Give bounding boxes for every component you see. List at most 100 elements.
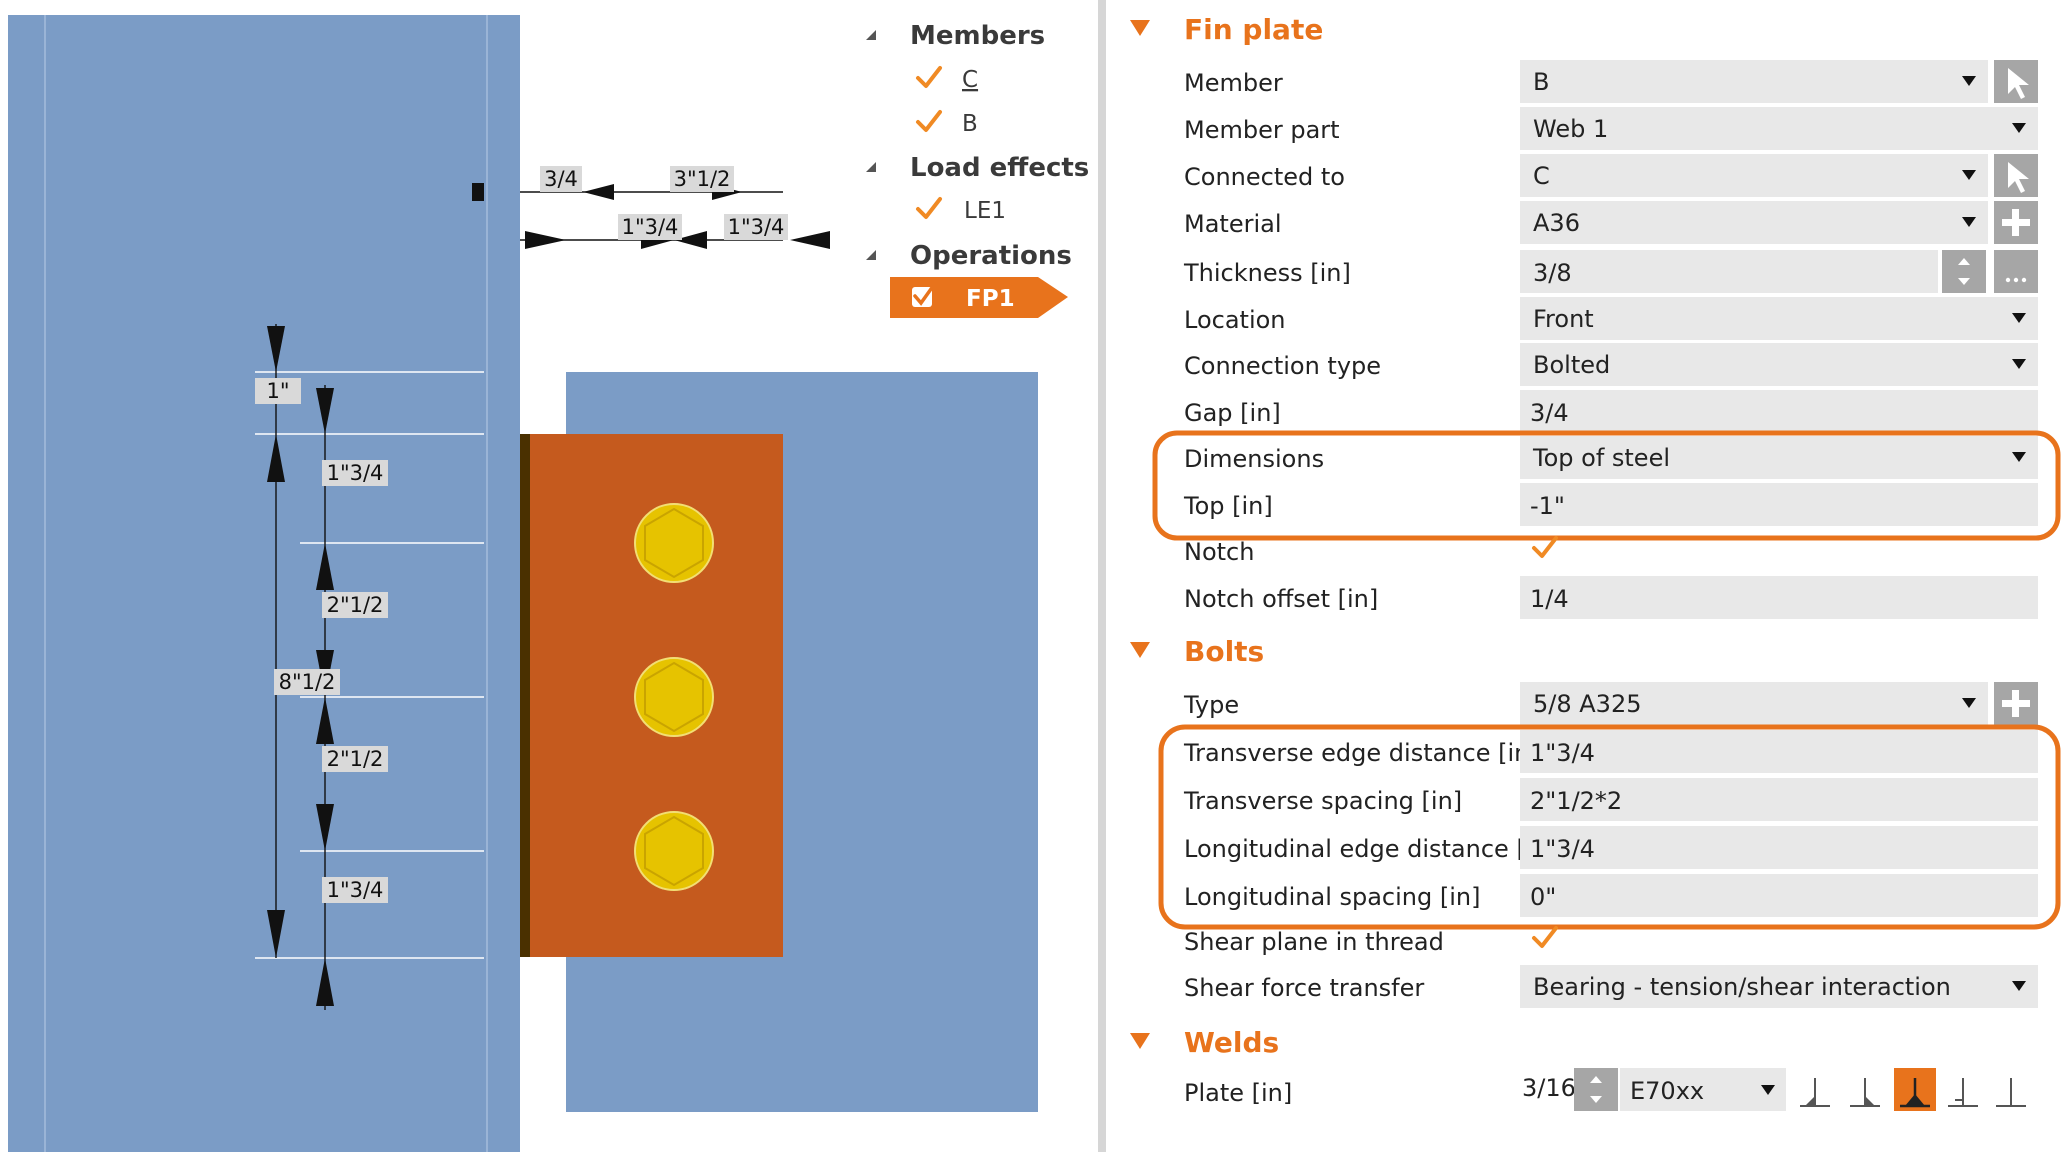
bolt-type-dropdown[interactable]: 5/8 A325: [1520, 682, 1988, 725]
transverse-edge-input[interactable]: 1"3/4: [1520, 730, 2038, 773]
weld-strip[interactable]: [520, 434, 530, 957]
model-view[interactable]: [8, 15, 1038, 1152]
tree-item-member-c[interactable]: C: [916, 66, 978, 93]
dimensions-dropdown[interactable]: Top of steel: [1520, 436, 2038, 479]
tree-group-load-effects[interactable]: Load effects: [866, 153, 1089, 183]
properties-panel: Fin plate Member B Member part Web 1 Con…: [1130, 13, 2061, 1111]
svg-text:Bearing - tension/shear intera: Bearing - tension/shear interaction: [1533, 973, 1951, 1001]
bolt[interactable]: [634, 657, 714, 737]
project-tree: Members C B Load effects LE1 Operations …: [866, 21, 1089, 318]
svg-text:1/4: 1/4: [1530, 585, 1569, 613]
column-member-c[interactable]: [8, 15, 520, 1152]
svg-text:Front: Front: [1533, 305, 1594, 333]
horizontal-dimensions: [520, 168, 830, 372]
location-dropdown[interactable]: Front: [1520, 297, 2038, 340]
checkbox-check-icon[interactable]: [916, 66, 942, 88]
svg-text:Shear plane in thread: Shear plane in thread: [1184, 928, 1444, 956]
pick-connected-to-button[interactable]: [1994, 154, 2038, 197]
section-welds-header[interactable]: Welds: [1130, 1026, 1279, 1059]
svg-text:2"1/2: 2"1/2: [327, 747, 384, 771]
chevron-down-icon: [2012, 359, 2026, 369]
checkbox-check-icon[interactable]: [916, 197, 942, 219]
svg-text:Transverse edge distance [in]: Transverse edge distance [in]: [1183, 739, 1539, 767]
transverse-spacing-input[interactable]: 2"1/2*2: [1520, 778, 2038, 821]
notch-offset-input[interactable]: 1/4: [1520, 576, 2038, 619]
weld-size-value[interactable]: 3/16: [1522, 1074, 1576, 1102]
pick-member-button[interactable]: [1994, 60, 2038, 103]
svg-text:Web 1: Web 1: [1533, 115, 1608, 143]
members-header: Members: [910, 21, 1045, 51]
check-icon: [913, 287, 933, 306]
svg-text:Longitudinal edge distance [in: Longitudinal edge distance [in]: [1184, 835, 1557, 863]
collapse-arrow-icon[interactable]: [866, 250, 876, 260]
chevron-down-icon: [1962, 698, 1976, 708]
svg-text:1"3/4: 1"3/4: [1530, 835, 1595, 863]
shear-plane-checkbox-icon[interactable]: [1532, 926, 1558, 948]
add-bolt-type-button[interactable]: [1994, 682, 2038, 725]
highlight-bolt-spacing-group: [1158, 724, 2061, 930]
svg-text:1"3/4: 1"3/4: [728, 215, 785, 239]
longitudinal-spacing-input[interactable]: 0": [1520, 874, 2038, 917]
collapse-arrow-icon[interactable]: [866, 162, 876, 172]
dim-label-3-4: 3/4: [540, 166, 582, 192]
gap-input[interactable]: 3/4: [1520, 390, 2038, 433]
weld-type-right-button[interactable]: [1850, 1078, 1880, 1107]
panel-splitter[interactable]: [1098, 0, 1106, 1152]
svg-text:Bolted: Bolted: [1533, 351, 1610, 379]
thickness-stepper[interactable]: [1942, 250, 1986, 293]
weld-type-flush-button[interactable]: [1948, 1078, 1978, 1107]
thickness-input[interactable]: 3/8: [1520, 250, 1938, 293]
svg-text:LE1: LE1: [964, 198, 1006, 224]
chevron-up-icon[interactable]: [1958, 258, 1970, 265]
material-dropdown[interactable]: A36: [1520, 201, 1988, 244]
svg-text:3/4: 3/4: [544, 167, 578, 191]
chevron-down-icon: [1962, 170, 1976, 180]
shear-force-transfer-dropdown[interactable]: Bearing - tension/shear interaction: [1520, 965, 2038, 1008]
chevron-down-icon: [1761, 1085, 1775, 1095]
vertical-dimensions: [255, 324, 484, 1010]
bolt[interactable]: [634, 503, 714, 583]
tree-item-le1[interactable]: LE1: [916, 197, 1006, 224]
expand-arrow-icon[interactable]: [1130, 1033, 1150, 1049]
chevron-down-icon: [2012, 981, 2026, 991]
member-label: Member: [1184, 69, 1283, 97]
svg-text:5/8 A325: 5/8 A325: [1533, 690, 1641, 718]
weld-type-none-button[interactable]: [1996, 1078, 2026, 1107]
longitudinal-edge-input[interactable]: 1"3/4: [1520, 826, 2038, 869]
tree-group-operations[interactable]: Operations: [866, 241, 1072, 271]
bolt[interactable]: [634, 811, 714, 891]
member-part-dropdown[interactable]: Web 1: [1520, 107, 2038, 150]
chevron-down-icon[interactable]: [1958, 278, 1970, 285]
svg-text:Fin plate: Fin plate: [1184, 13, 1323, 46]
section-bolts-header[interactable]: Bolts: [1130, 635, 1264, 668]
weld-size-stepper[interactable]: [1574, 1068, 1618, 1111]
chevron-down-icon: [1962, 76, 1976, 86]
svg-text:1"3/4: 1"3/4: [622, 215, 679, 239]
top-input[interactable]: -1": [1520, 483, 2038, 526]
svg-text:E70xx: E70xx: [1630, 1077, 1704, 1105]
notch-checkbox-icon[interactable]: [1532, 536, 1558, 558]
weld-material-dropdown[interactable]: E70xx: [1620, 1068, 1786, 1111]
section-fin-plate-header[interactable]: Fin plate: [1130, 13, 1323, 46]
expand-arrow-icon[interactable]: [1130, 20, 1150, 36]
collapse-arrow-icon[interactable]: [866, 30, 876, 40]
member-dropdown[interactable]: B: [1520, 60, 1988, 103]
expand-arrow-icon[interactable]: [1130, 642, 1150, 658]
tree-item-member-b[interactable]: B: [916, 110, 978, 137]
weld-type-double-button-selected[interactable]: [1894, 1068, 1936, 1111]
chevron-down-icon: [2012, 313, 2026, 323]
connection-type-dropdown[interactable]: Bolted: [1520, 343, 2038, 386]
svg-text:Transverse spacing [in]: Transverse spacing [in]: [1183, 787, 1462, 815]
dim-label-1-3-4-a: 1"3/4: [618, 214, 682, 240]
tree-item-fp1-selected[interactable]: FP1: [890, 277, 1068, 318]
add-material-button[interactable]: [1994, 201, 2038, 244]
chevron-up-icon[interactable]: [1590, 1076, 1602, 1083]
checkbox-check-icon[interactable]: [916, 110, 942, 132]
tree-group-members[interactable]: Members: [866, 21, 1045, 51]
weld-type-left-button[interactable]: [1800, 1078, 1830, 1107]
chevron-down-icon[interactable]: [1590, 1096, 1602, 1103]
svg-text:C: C: [1533, 162, 1550, 190]
thickness-more-button[interactable]: [1994, 250, 2038, 293]
connected-to-dropdown[interactable]: C: [1520, 154, 1988, 197]
